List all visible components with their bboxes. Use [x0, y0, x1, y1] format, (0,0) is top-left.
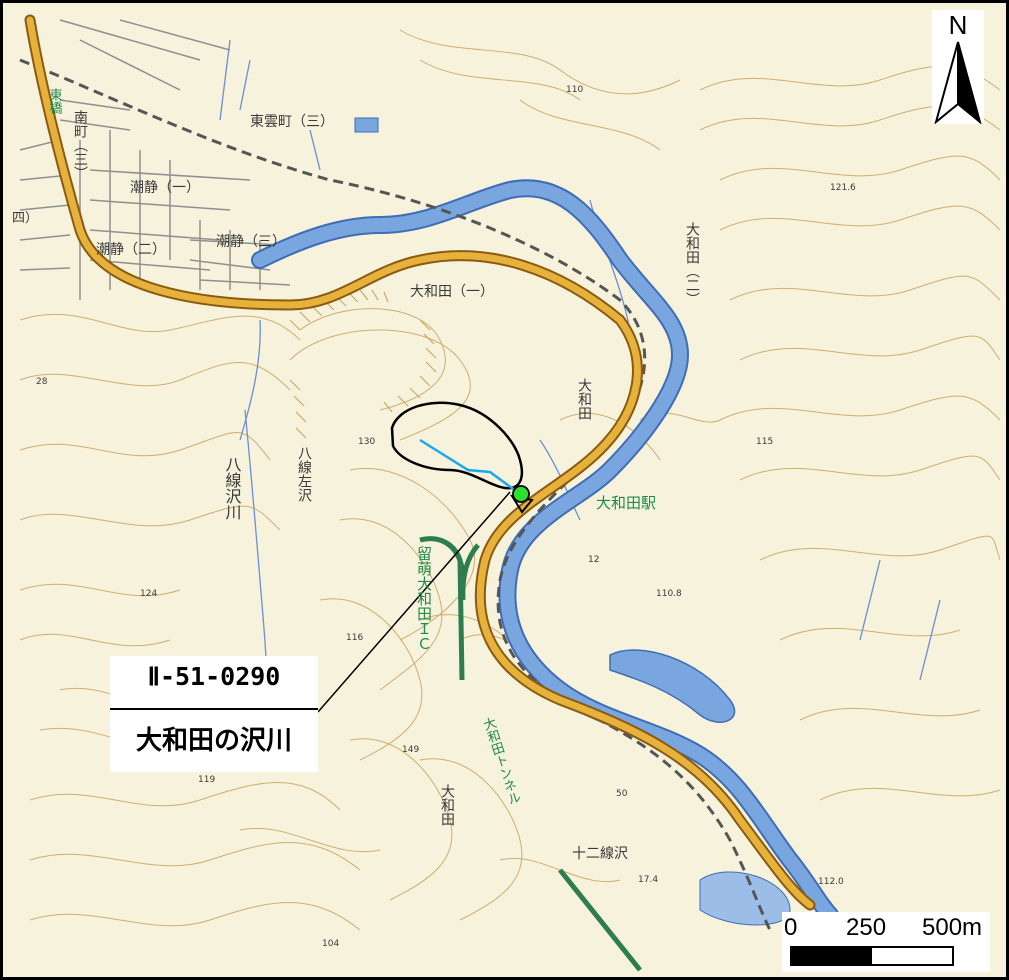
label-owada-b: 大和田 [439, 784, 455, 826]
elev-119: 119 [198, 775, 215, 785]
scale-bar: 0 250 500m [782, 912, 990, 972]
label-juni-sen-sawa: 十二線沢 [572, 846, 628, 862]
label-owada-2: 大和田（二） [684, 222, 700, 306]
label-owada-station: 大和田駅 [596, 494, 656, 512]
elev-116: 116 [346, 633, 363, 643]
elev-28: 28 [36, 377, 48, 387]
label-higashi-bashi: 東橋 [47, 87, 63, 115]
elev-112: 112.0 [818, 877, 844, 887]
north-arrow-icon [934, 41, 982, 124]
label-ward-4: 四） [12, 211, 38, 226]
urban-area [19, 19, 291, 300]
slope-hachures [289, 289, 437, 439]
scale-label-250: 250 [846, 914, 887, 941]
scale-bar-graphic [790, 946, 954, 966]
label-rumoi-owada-ic: 留萌大和田ＩＣ [415, 546, 433, 651]
north-indicator: N [932, 10, 984, 124]
elev-110: 110 [566, 85, 583, 95]
catchment-boundary [390, 401, 524, 490]
elevation-labels: 130 110 121.6 115 124 116 119 149 104 11… [36, 85, 856, 949]
north-letter: N [948, 10, 968, 40]
label-shiose-3: 潮静（三） [216, 234, 286, 250]
elev-124: 124 [140, 589, 157, 599]
elev-130: 130 [358, 437, 375, 447]
elev-149: 149 [402, 745, 419, 755]
elev-104: 104 [322, 939, 339, 949]
label-minami-machi: 南町（三） [72, 110, 88, 180]
scale-label-0: 0 [784, 914, 798, 941]
label-shiose-1: 潮静（一） [130, 180, 200, 196]
river-fill [253, 181, 837, 922]
label-hassen-sawa-gawa: 八線沢川 [223, 456, 242, 520]
callout-leader-line [317, 491, 511, 713]
stream-name: 大和田の沢川 [135, 726, 292, 756]
scale-label-500: 500m [922, 914, 983, 941]
stream-id: Ⅱ-51-0290 [147, 662, 281, 691]
label-owada-a: 大和田 [576, 378, 592, 420]
label-owada-1: 大和田（一） [410, 284, 494, 300]
elev-115: 115 [756, 437, 773, 447]
label-higashi-kumo: 東雲町（三） [250, 114, 334, 130]
elev-121: 121.6 [830, 183, 856, 193]
pond-lower [699, 871, 791, 926]
outlet-point[interactable] [512, 485, 530, 503]
label-hassen-hidari-sawa: 八線左沢 [296, 446, 312, 502]
elev-12: 12 [588, 555, 599, 565]
label-shiose-2: 潮静（二） [96, 242, 166, 258]
pond [354, 117, 379, 133]
oxbow-lake [609, 649, 736, 723]
elev-110b: 110.8 [656, 589, 682, 599]
target-stream [419, 438, 521, 496]
elev-17: 17.4 [638, 875, 658, 885]
stream-callout-box: Ⅱ-51-0290 大和田の沢川 [110, 656, 318, 772]
main-road-fill [26, 16, 814, 909]
elev-50: 50 [616, 789, 628, 799]
callout-divider [110, 708, 318, 710]
railway [19, 58, 772, 931]
